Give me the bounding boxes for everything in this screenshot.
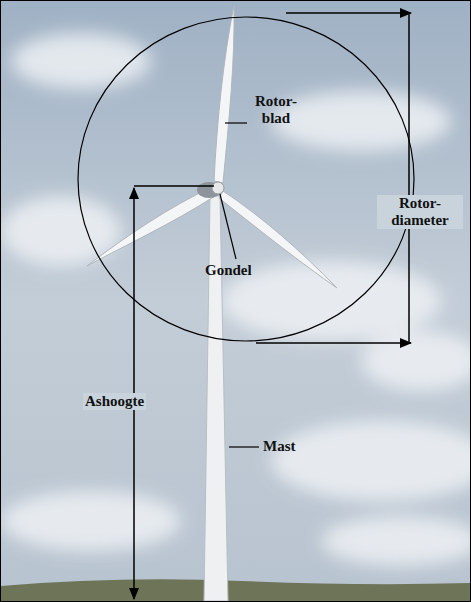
part-label: Rotor- blad bbox=[247, 93, 305, 127]
part-label: Gondel bbox=[205, 262, 252, 279]
part-label: Mast bbox=[263, 438, 296, 455]
dimension-label: Ashoogte bbox=[83, 393, 146, 410]
dimension-label: Rotor- diameter bbox=[377, 195, 463, 229]
